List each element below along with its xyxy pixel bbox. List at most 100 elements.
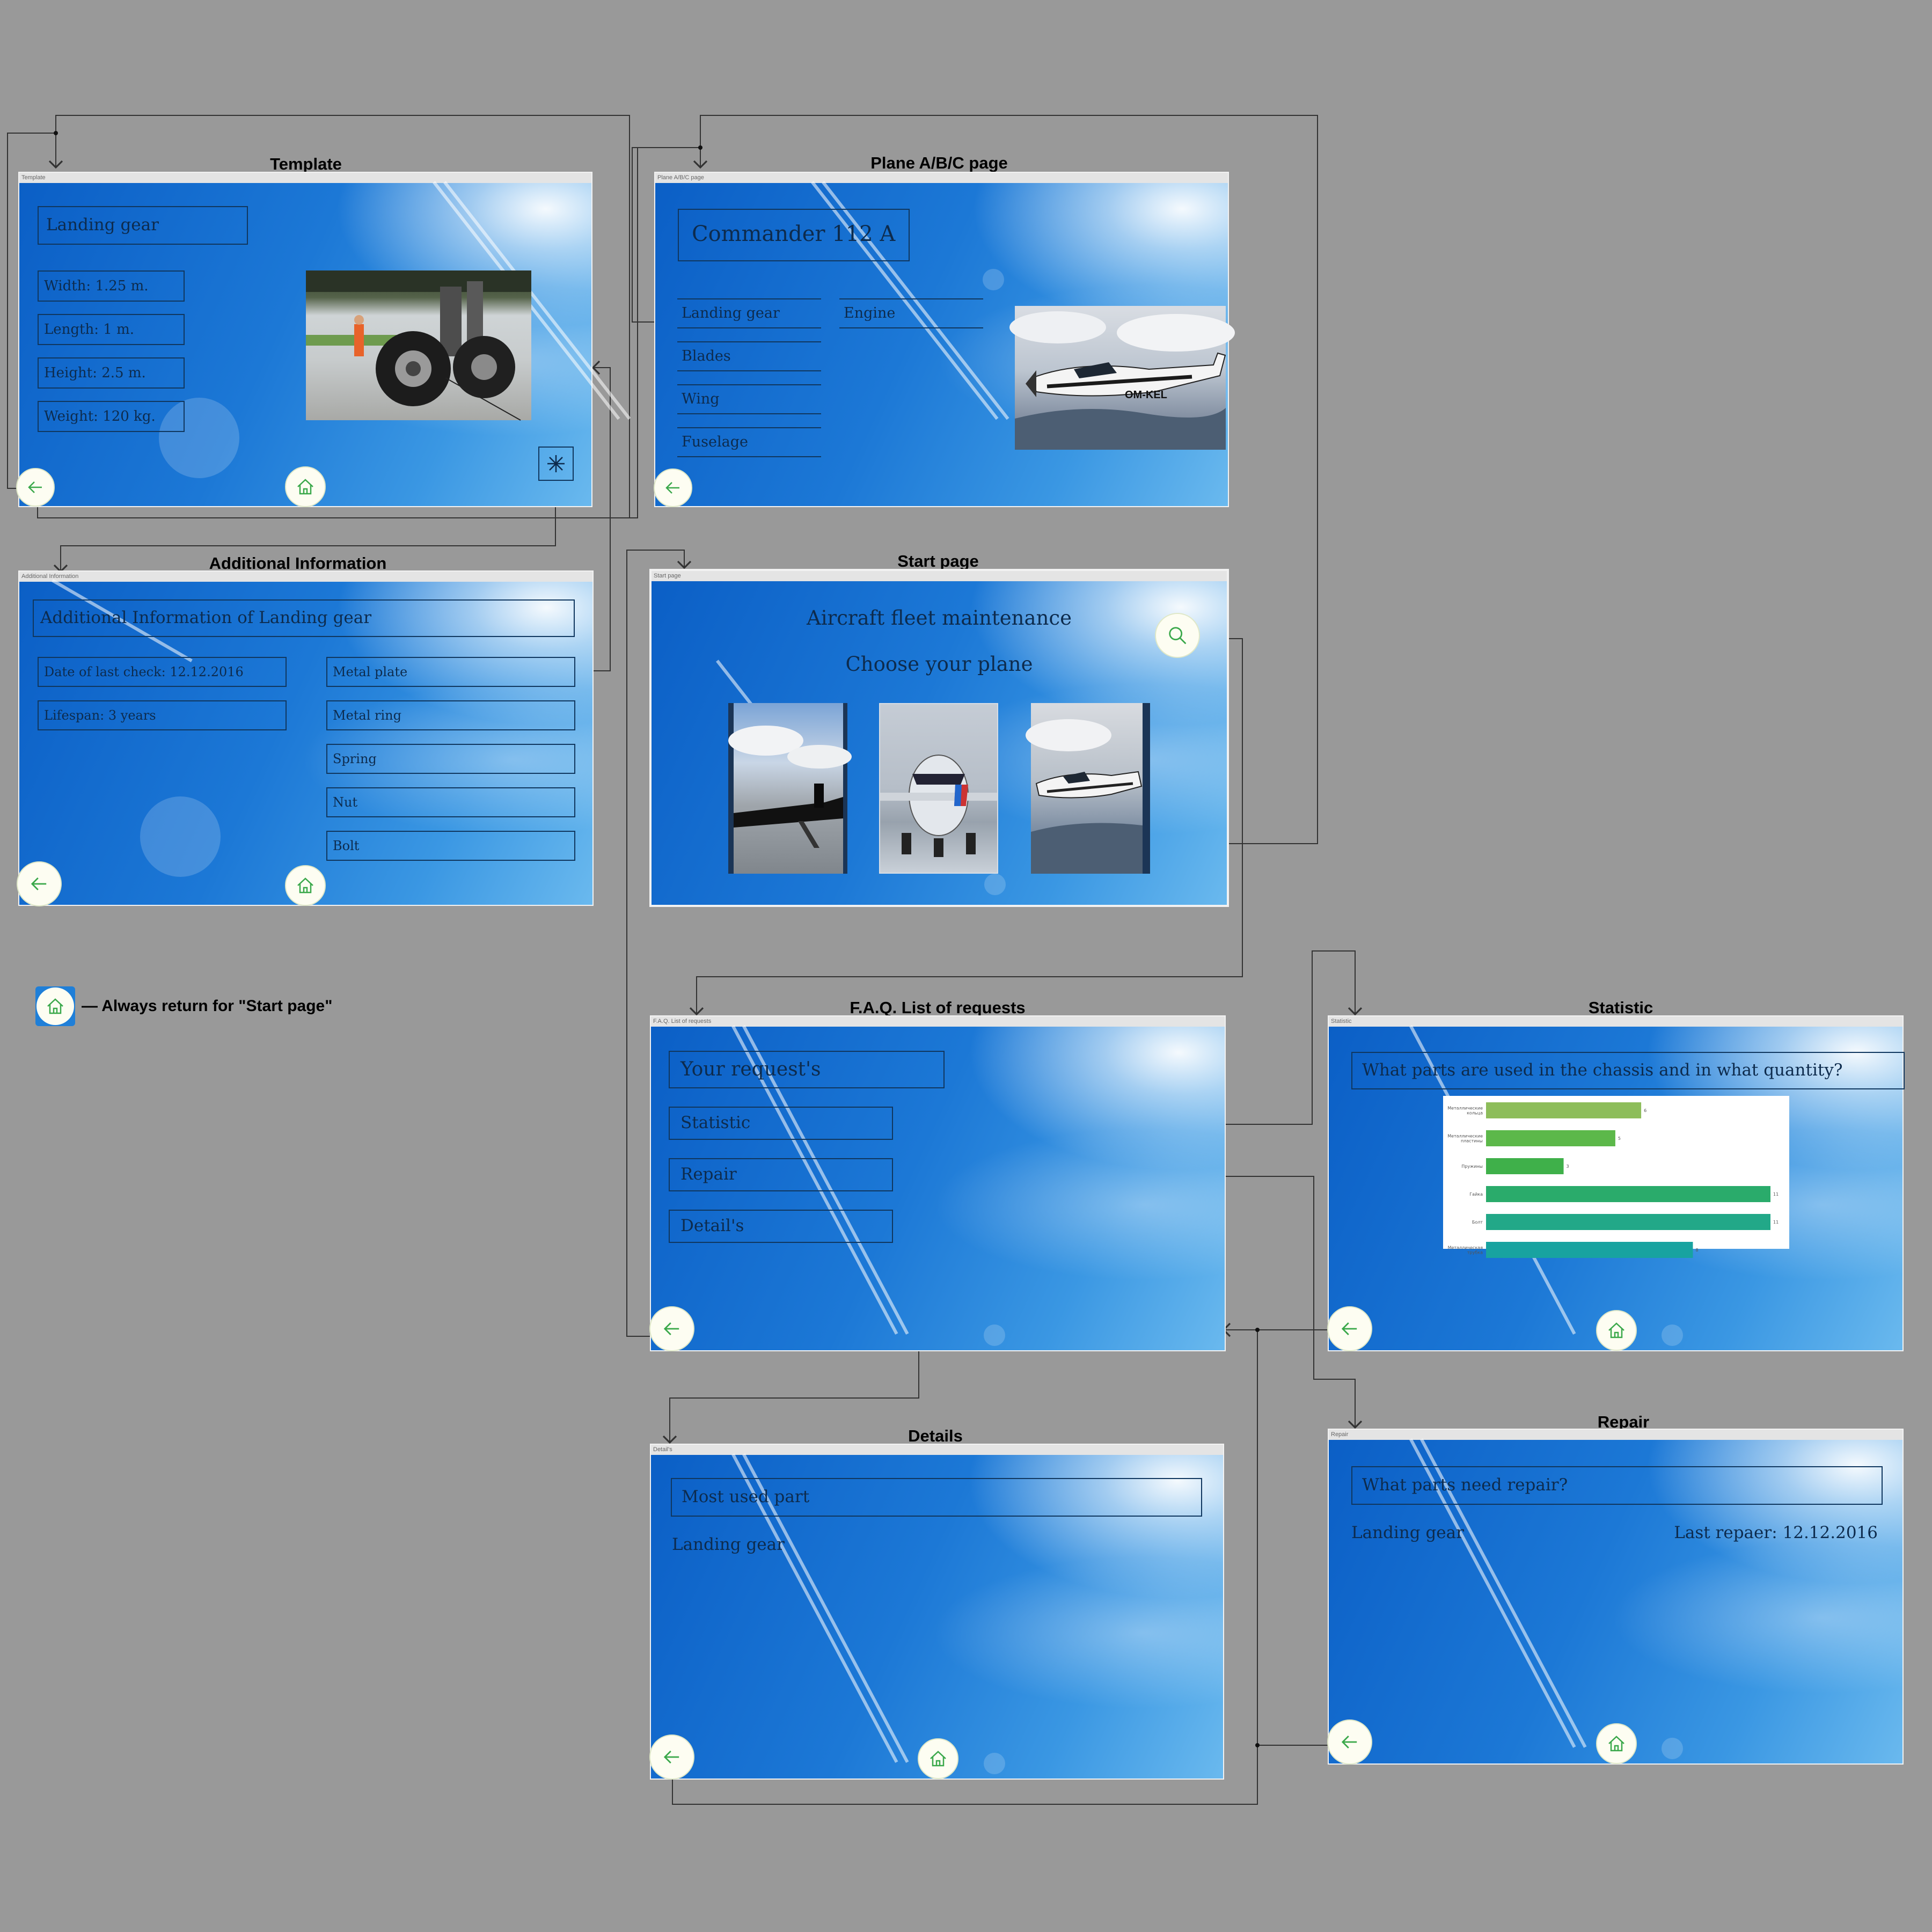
home-icon	[297, 877, 313, 894]
spec-width: Width: 1.25 m.	[38, 270, 185, 302]
part-link-landing-gear[interactable]: Landing gear	[677, 298, 821, 328]
plane-card-ilyushin[interactable]	[879, 703, 998, 874]
home-icon	[1608, 1736, 1624, 1752]
additional-window-bar: Additional Information	[19, 572, 592, 582]
value-label: 5	[1618, 1136, 1621, 1141]
part-link-blades[interactable]: Blades	[677, 341, 821, 371]
category-label: Металлическая	[1448, 1246, 1483, 1250]
category-label: Металлические	[1447, 1106, 1483, 1111]
chart-bar	[1486, 1242, 1693, 1258]
home-button[interactable]	[1596, 1310, 1637, 1351]
template-window-bar: Template	[19, 173, 591, 183]
category-label: Гайка	[1469, 1192, 1483, 1197]
faq-title: Your request's	[669, 1051, 945, 1088]
category-label: трубка	[1467, 1250, 1483, 1255]
statistic-question: What parts are used in the chassis and i…	[1351, 1052, 1905, 1089]
home-button[interactable]	[285, 466, 326, 507]
component-link-metal-plate[interactable]: Metal plate	[326, 657, 575, 687]
sky-background	[1329, 1438, 1902, 1763]
asterisk-icon	[547, 455, 565, 472]
plane-screen: Plane A/B/C page Commander 112 A Landing…	[654, 172, 1235, 507]
back-button[interactable]	[17, 861, 62, 906]
home-icon	[930, 1751, 946, 1767]
landing-gear-photo	[306, 270, 531, 421]
details-title: Most used part	[671, 1478, 1202, 1517]
statistic-screen: Statistic What parts are used in the cha…	[1327, 1015, 1905, 1351]
app-title: Aircraft fleet maintenance	[806, 606, 1072, 630]
start-heading: Start page	[897, 552, 979, 570]
faq-item-details[interactable]: Detail's	[669, 1210, 893, 1243]
chart-bar	[1486, 1158, 1564, 1174]
back-button[interactable]	[649, 1735, 694, 1780]
template-screen: Template Landing gear Width: 1.25 m. Len…	[16, 172, 631, 507]
faq-heading: F.A.Q. List of requests	[850, 998, 1026, 1017]
value-label: 3	[1567, 1164, 1569, 1169]
faq-item-statistic[interactable]: Statistic	[669, 1107, 893, 1140]
start-screen: Start page Aircraft fleet maintenance Ch…	[649, 569, 1229, 907]
spec-length: Length: 1 m.	[38, 314, 185, 345]
repair-heading: Repair	[1597, 1413, 1650, 1431]
asterisk-button[interactable]	[538, 447, 574, 481]
value-label: 6	[1644, 1108, 1646, 1113]
back-button[interactable]	[649, 1306, 694, 1351]
component-link-spring[interactable]: Spring	[326, 744, 575, 774]
home-button[interactable]	[918, 1738, 958, 1779]
value-label: 8	[1695, 1248, 1698, 1253]
search-icon	[1169, 627, 1187, 645]
spec-height: Height: 2.5 m.	[38, 357, 185, 389]
chart-bar	[1486, 1186, 1770, 1202]
back-button[interactable]	[1327, 1719, 1372, 1765]
arrow-left-icon	[665, 482, 679, 494]
spec-weight: Weight: 120 kg.	[38, 401, 185, 432]
template-heading: Template	[270, 155, 342, 173]
component-link-metal-ring[interactable]: Metal ring	[326, 700, 575, 730]
lifespan: Lifespan: 3 years	[38, 700, 287, 730]
home-icon	[1608, 1322, 1624, 1338]
repair-question: What parts need repair?	[1351, 1466, 1883, 1505]
faq-item-repair[interactable]: Repair	[669, 1158, 893, 1191]
arrow-left-icon	[663, 1322, 679, 1335]
details-screen: Detail's Most used part Landing gear	[649, 1444, 1224, 1780]
part-link-wing[interactable]: Wing	[677, 384, 821, 414]
part-link-fuselage[interactable]: Fuselage	[677, 427, 821, 457]
chart-bar	[1486, 1102, 1642, 1118]
faq-screen: F.A.Q. List of requests Your request's S…	[649, 1015, 1226, 1351]
arrow-left-icon	[1341, 1322, 1357, 1335]
sky-background	[651, 1025, 1225, 1350]
details-heading: Details	[908, 1426, 963, 1445]
repair-screen: Repair What parts need repair? Landing g…	[1327, 1429, 1904, 1765]
statistic-heading: Statistic	[1588, 998, 1653, 1017]
plane-heading: Plane A/B/C page	[870, 153, 1008, 172]
search-button[interactable]	[1155, 613, 1200, 658]
plane-card-jet[interactable]	[728, 703, 852, 874]
additional-screen: Additional Information Additional Inform…	[17, 570, 594, 906]
sky-background	[19, 579, 592, 905]
home-button[interactable]	[1596, 1723, 1637, 1764]
arrow-left-icon	[1341, 1736, 1357, 1748]
category-label: Пружины	[1461, 1164, 1483, 1169]
category-label: пластины	[1461, 1139, 1483, 1144]
component-link-nut[interactable]: Nut	[326, 787, 575, 817]
value-label: 11	[1773, 1192, 1779, 1197]
category-label: кольца	[1467, 1111, 1483, 1116]
back-button[interactable]	[654, 469, 692, 507]
choose-plane-label: Choose your plane	[845, 653, 1033, 676]
repair-last-date: Last repaer: 12.12.2016	[1674, 1523, 1878, 1542]
plane-card-commander[interactable]	[1026, 703, 1150, 874]
category-label: Металлические	[1447, 1134, 1483, 1139]
arrow-left-icon	[31, 877, 47, 890]
chart-bar	[1486, 1214, 1770, 1230]
additional-heading: Additional Information	[209, 554, 387, 573]
part-link-engine[interactable]: Engine	[839, 298, 983, 328]
back-button[interactable]	[1327, 1306, 1372, 1351]
value-label: 11	[1773, 1220, 1779, 1225]
part-title: Landing gear	[38, 206, 248, 245]
chart-bar	[1486, 1130, 1615, 1146]
home-button[interactable]	[285, 865, 326, 906]
back-button[interactable]	[16, 468, 55, 507]
details-value: Landing gear	[672, 1535, 785, 1554]
component-link-bolt[interactable]: Bolt	[326, 831, 575, 861]
home-icon	[47, 998, 63, 1014]
